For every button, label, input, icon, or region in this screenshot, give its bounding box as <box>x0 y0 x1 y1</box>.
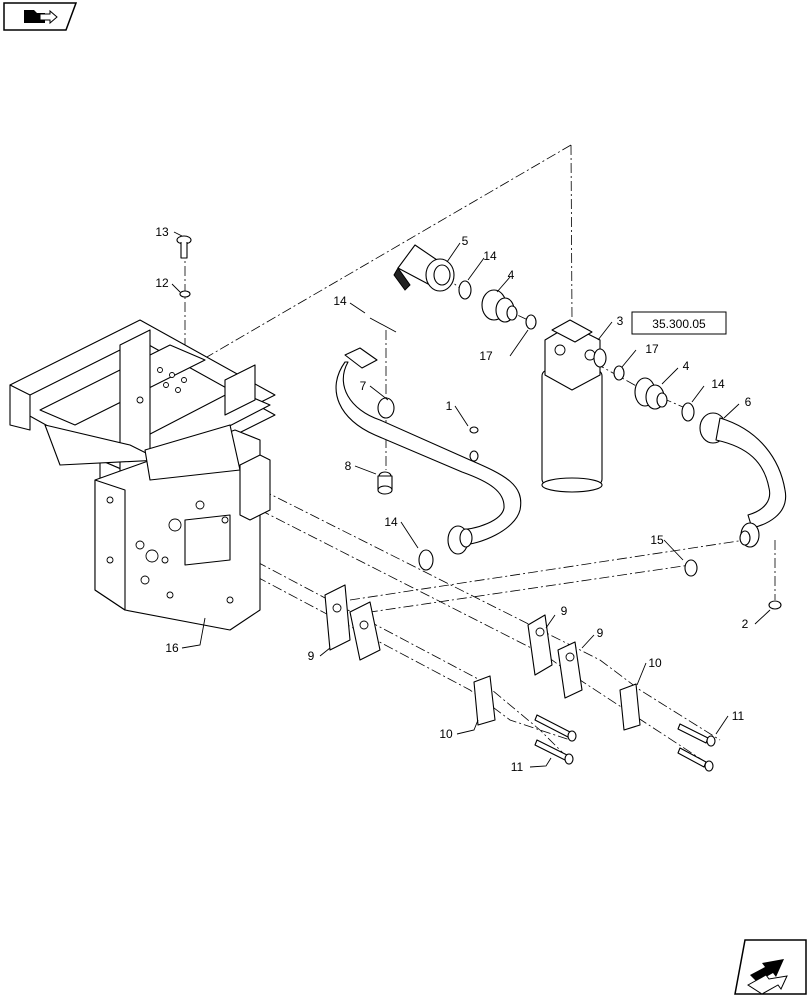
next-page-arrow-icon[interactable] <box>734 939 807 995</box>
callout-17-a: 17 <box>479 349 493 363</box>
callout-5: 5 <box>462 234 469 248</box>
callout-9-a: 9 <box>308 649 315 663</box>
bolt-11-d <box>677 747 714 772</box>
callout-9-b: 9 <box>561 604 568 618</box>
tube-assembly-7 <box>335 347 522 555</box>
callout-11-a: 11 <box>511 760 524 774</box>
o-ring-2 <box>768 600 782 610</box>
filter-assembly-3 <box>541 319 607 493</box>
bolt-11-c <box>677 723 716 747</box>
callout-3: 3 <box>617 314 624 328</box>
callout-9-c: 9 <box>597 626 604 640</box>
o-ring-14-d <box>369 317 397 333</box>
fitting-8 <box>377 471 393 495</box>
callout-17-b: 17 <box>645 342 659 356</box>
o-ring-14-b <box>681 402 695 422</box>
bolt-13 <box>176 235 192 259</box>
clamp-9-right <box>557 641 583 699</box>
callout-4-a: 4 <box>508 268 515 282</box>
center-lines <box>184 144 776 766</box>
o-ring-14-a <box>458 280 472 300</box>
callout-labels: 13 12 5 14 4 14 3 17 17 4 14 6 7 1 8 14 … <box>155 225 751 774</box>
leader-lines <box>171 231 771 768</box>
callout-10-a: 10 <box>439 727 453 741</box>
callout-14-b: 14 <box>711 377 725 391</box>
folder-arrow-icon[interactable] <box>3 2 78 31</box>
callout-2: 2 <box>742 617 749 631</box>
o-ring-17-a <box>525 314 537 330</box>
o-ring-17-b <box>613 365 625 381</box>
callout-15: 15 <box>650 533 664 547</box>
callout-4-b: 4 <box>683 359 690 373</box>
callout-1: 1 <box>446 399 453 413</box>
callout-14-a: 14 <box>483 249 497 263</box>
section-reference[interactable]: 35.300.05 <box>631 311 727 335</box>
plate-10-right <box>619 683 641 731</box>
section-reference-label[interactable]: 35.300.05 <box>652 317 706 331</box>
mounting-bracket-assembly <box>9 319 276 631</box>
callout-10-b: 10 <box>648 656 662 670</box>
callout-11-b: 11 <box>732 709 745 723</box>
plate-10-left <box>473 675 496 726</box>
callout-6: 6 <box>745 395 752 409</box>
washer-12 <box>179 290 191 298</box>
adapter-fitting-4-a <box>481 289 518 323</box>
bolt-11-b <box>534 739 574 765</box>
clamp-9-mid <box>527 614 553 676</box>
o-ring-15 <box>684 559 698 577</box>
callout-16: 16 <box>165 641 179 655</box>
elbow-fitting-5 <box>393 244 455 292</box>
callout-14-d: 14 <box>333 294 347 308</box>
callout-7: 7 <box>360 379 367 393</box>
callout-8: 8 <box>345 459 352 473</box>
callout-14-c: 14 <box>384 515 398 529</box>
plug-1 <box>469 426 479 434</box>
adapter-fitting-4-b <box>634 377 668 410</box>
o-ring-14-c <box>418 549 434 571</box>
callout-12: 12 <box>155 276 169 290</box>
clamp-9-left <box>324 584 381 661</box>
bolt-11-a <box>534 714 577 742</box>
tube-6 <box>699 412 787 548</box>
callout-13: 13 <box>155 225 169 239</box>
